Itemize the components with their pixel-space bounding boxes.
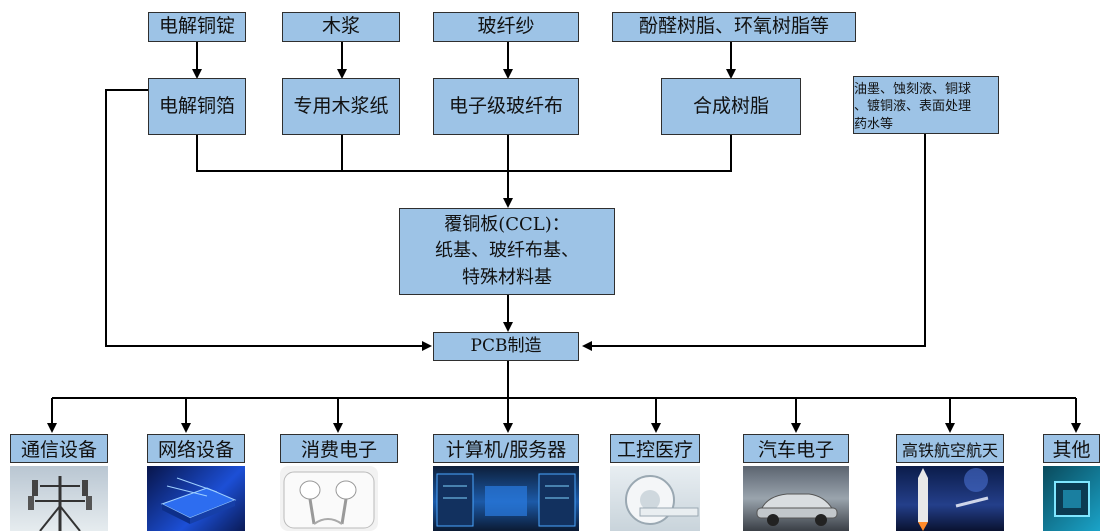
material-synthetic-resin: 合成树脂 xyxy=(661,78,801,135)
app-industrial-medical: 工控医疗 xyxy=(610,434,700,463)
rocket-icon xyxy=(896,466,1004,531)
pcb-box: PCB制造 xyxy=(433,332,579,361)
input-glass-yarn: 玻纤纱 xyxy=(433,12,579,42)
app-network: 网络设备 xyxy=(147,434,245,463)
input-resin-raw: 酚醛树脂、环氧树脂等 xyxy=(612,12,856,42)
earphones-icon xyxy=(280,466,378,531)
ccl-box: 覆铜板(CCL)： 纸基、玻纤布基、 特殊材料基 xyxy=(399,208,615,295)
app-consumer: 消费电子 xyxy=(280,434,398,463)
medical-scanner-icon xyxy=(610,466,700,531)
app-computer: 计算机/服务器 xyxy=(433,434,579,463)
app-telecom: 通信设备 xyxy=(10,434,108,463)
arrow-foil-pcb xyxy=(105,89,432,351)
material-glass-cloth: 电子级玻纤布 xyxy=(433,78,579,135)
chip-icon xyxy=(1043,466,1100,531)
material-chemicals: 油墨、蚀刻液、铜球 、镀铜液、表面处理 药水等 xyxy=(853,76,999,134)
telecom-tower-icon xyxy=(10,466,108,531)
material-copper-foil: 电解铜箔 xyxy=(148,78,246,135)
network-switch-icon xyxy=(147,466,245,531)
material-pulp-paper: 专用木浆纸 xyxy=(282,78,400,135)
app-rail-aerospace: 高铁航空航天 xyxy=(896,434,1004,463)
app-automotive: 汽车电子 xyxy=(743,434,849,463)
input-wood-pulp: 木浆 xyxy=(282,12,400,42)
input-copper-ingot: 电解铜锭 xyxy=(148,12,246,42)
server-room-icon xyxy=(433,466,579,531)
app-other: 其他 xyxy=(1043,434,1100,463)
car-icon xyxy=(743,466,849,531)
arrow-chemicals-pcb xyxy=(582,134,926,351)
